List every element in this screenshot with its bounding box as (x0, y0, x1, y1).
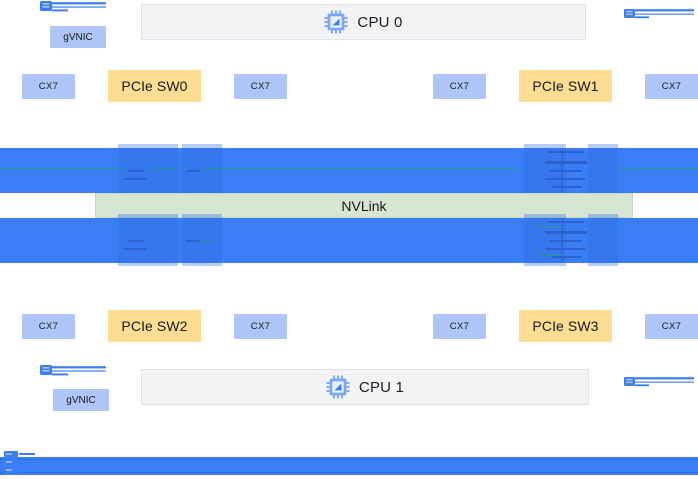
cpu-0-node[interactable]: CPU 0 (141, 4, 586, 40)
cx7-label: CX7 (449, 81, 470, 92)
cx7-label: CX7 (38, 321, 59, 332)
cx7-nic-6[interactable]: CX7 (433, 314, 486, 339)
gpu-row-bottom (0, 214, 698, 266)
network-card-icon (38, 362, 110, 387)
gvnic-chip-top-left[interactable]: gVNIC (50, 26, 106, 48)
pcie-switch-3[interactable]: PCIe SW3 (519, 310, 612, 342)
cpu-1-node[interactable]: CPU 1 (141, 369, 589, 405)
pcie-switch-label: PCIe SW1 (532, 78, 599, 94)
cx7-nic-5[interactable]: CX7 (234, 314, 287, 339)
cpu-chip-icon (324, 10, 348, 34)
cx7-label: CX7 (250, 81, 271, 92)
cx7-nic-0[interactable]: CX7 (22, 74, 75, 99)
cx7-nic-7[interactable]: CX7 (645, 314, 698, 339)
pcie-switch-label: PCIe SW0 (121, 78, 188, 94)
pcie-switch-2[interactable]: PCIe SW2 (108, 310, 201, 342)
gpu-row-top (0, 144, 698, 196)
server-stack-icon (2, 450, 36, 479)
cx7-label: CX7 (661, 81, 682, 92)
nvlink-label: NVLink (341, 197, 387, 214)
cx7-nic-3[interactable]: CX7 (645, 74, 698, 99)
gvnic-label: gVNIC (63, 31, 93, 43)
cpu-chip-icon (326, 375, 350, 399)
pcie-switch-0[interactable]: PCIe SW0 (108, 70, 201, 102)
network-card-icon (38, 0, 110, 23)
network-card-icon (622, 374, 696, 399)
cx7-label: CX7 (449, 321, 470, 332)
cpu-0-label: CPU 0 (357, 13, 403, 31)
cx7-nic-1[interactable]: CX7 (234, 74, 287, 99)
cx7-nic-4[interactable]: CX7 (22, 314, 75, 339)
cpu-1-label: CPU 1 (358, 378, 405, 396)
pcie-switch-label: PCIe SW3 (532, 318, 599, 334)
gvnic-chip-bottom-left[interactable]: gVNIC (53, 389, 109, 411)
gvnic-label: gVNIC (66, 394, 96, 406)
pcie-switch-1[interactable]: PCIe SW1 (519, 70, 612, 102)
cx7-label: CX7 (38, 81, 59, 92)
cx7-label: CX7 (250, 321, 271, 332)
nvlink-node[interactable]: NVLink (95, 193, 633, 218)
cx7-label: CX7 (661, 321, 682, 332)
pcie-switch-label: PCIe SW2 (121, 318, 188, 334)
cx7-nic-2[interactable]: CX7 (433, 74, 486, 99)
network-fabric-band (0, 457, 698, 475)
network-card-icon (622, 6, 696, 31)
